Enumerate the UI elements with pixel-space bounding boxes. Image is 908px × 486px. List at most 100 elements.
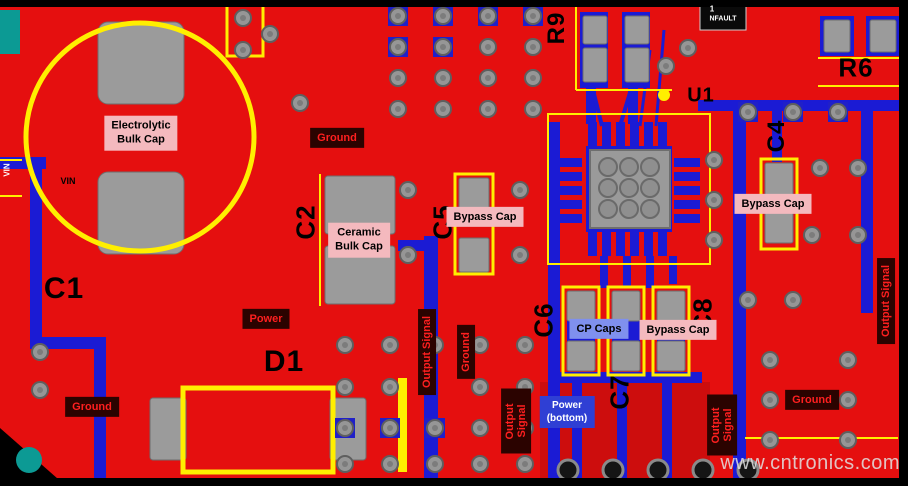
component-pad: [97, 21, 185, 105]
via-hole: [395, 13, 401, 19]
copper-trace: [654, 29, 666, 127]
annotation-label: Power: [242, 308, 290, 330]
copper-trace: [548, 122, 560, 478]
copper-trace: [674, 214, 700, 223]
copper-trace: [600, 256, 608, 288]
copper-trace: [674, 200, 700, 209]
designator-label: C4: [763, 119, 790, 153]
via-hole: [387, 425, 393, 431]
copper-trace: [588, 122, 597, 148]
via-hole: [485, 75, 491, 81]
component-pad: [764, 162, 794, 198]
component-pad: [823, 19, 851, 53]
via-hole: [395, 44, 401, 50]
copper-trace: [674, 186, 700, 195]
via-hole: [405, 252, 411, 258]
designator-label: U1: [687, 84, 715, 107]
via-hole: [342, 425, 348, 431]
annotation-label: Ceramic Bulk Cap: [328, 222, 390, 258]
board-edge: [0, 478, 908, 486]
via-hole: [855, 232, 861, 238]
copper-trace: [556, 186, 582, 195]
designator-label: C7: [604, 374, 635, 410]
via-hole: [845, 357, 851, 363]
component-pad: [458, 237, 490, 273]
via-hole: [477, 384, 483, 390]
copper-trace: [658, 230, 667, 256]
via-hole: [530, 44, 536, 50]
via-hole: [342, 384, 348, 390]
via-hole: [745, 109, 751, 115]
designator-label: R9: [543, 11, 570, 45]
via-hole: [845, 397, 851, 403]
annotation-label: Bypass Cap: [734, 193, 812, 215]
silkscreen-outline: [547, 113, 711, 265]
component-pad: [869, 19, 897, 53]
via-hole: [432, 461, 438, 467]
small-silkscreen-text: VIN: [2, 163, 12, 177]
copper-trace: [590, 85, 604, 127]
ic-thermal-pad: [640, 157, 660, 177]
via-hole: [663, 63, 669, 69]
via-hole: [485, 106, 491, 112]
copper-trace: [628, 84, 638, 124]
via-hole: [522, 342, 528, 348]
annotation-label: Ground: [785, 389, 839, 411]
silkscreen-bar: [398, 378, 407, 472]
small-silkscreen-text: 1: [709, 4, 715, 14]
via-hole: [477, 461, 483, 467]
pin1-marker-dot: [658, 89, 670, 101]
through-hole-pad: [646, 458, 670, 482]
copper-trace: [616, 230, 625, 256]
component-pad: [97, 171, 185, 255]
via-hole: [477, 425, 483, 431]
copper-trace: [588, 230, 597, 256]
via-hole: [711, 237, 717, 243]
via-hole: [517, 252, 523, 258]
component-pad: [582, 15, 608, 45]
annotation-label: CP Caps: [569, 318, 629, 340]
via-hole: [517, 187, 523, 193]
component-pad: [149, 397, 187, 461]
via-hole: [485, 13, 491, 19]
copper-trace: [644, 122, 653, 148]
ic-thermal-pad: [640, 199, 660, 219]
copper-trace: [556, 158, 582, 167]
copper-trace: [658, 122, 667, 148]
via-hole: [745, 297, 751, 303]
via-hole: [767, 437, 773, 443]
via-hole: [530, 75, 536, 81]
copper-trace: [30, 337, 106, 349]
copper-trace: [644, 230, 653, 256]
component-pad: [624, 47, 650, 83]
designator-label: R6: [838, 52, 874, 83]
small-silkscreen-text: VIN: [60, 176, 76, 186]
copper-trace: [669, 256, 677, 284]
via-hole: [395, 106, 401, 112]
component-pad: [624, 15, 650, 45]
via-hole: [440, 106, 446, 112]
annotation-label: Ground: [65, 396, 119, 418]
copper-trace: [674, 158, 700, 167]
annotation-label: Output Signal: [500, 388, 532, 454]
via-hole: [432, 425, 438, 431]
component-pad: [656, 290, 686, 322]
mounting-hole: [16, 447, 42, 473]
copper-trace: [674, 172, 700, 181]
copper-trace: [630, 230, 639, 256]
via-hole: [530, 13, 536, 19]
component-pad: [566, 290, 596, 322]
designator-label: C1: [43, 272, 85, 305]
copper-trace: [772, 108, 782, 162]
via-hole: [342, 342, 348, 348]
copper-trace: [556, 200, 582, 209]
via-hole: [240, 47, 246, 53]
via-hole: [37, 349, 43, 355]
via-hole: [809, 232, 815, 238]
via-hole: [440, 13, 446, 19]
component-pad: [582, 47, 608, 83]
annotation-label: Bypass Cap: [639, 319, 717, 341]
copper-trace: [556, 172, 582, 181]
via-hole: [387, 342, 393, 348]
watermark-text: www.cntronics.com: [720, 452, 900, 474]
